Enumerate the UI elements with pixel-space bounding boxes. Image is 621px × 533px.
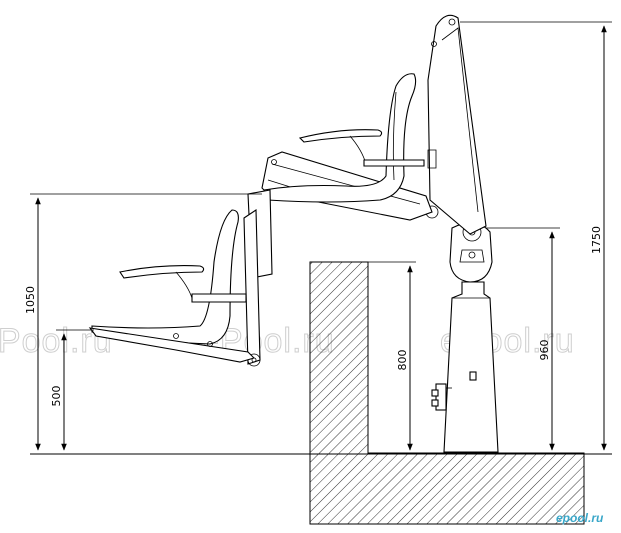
label-lower-seat: 500	[50, 386, 63, 407]
label-column-pivot: 960	[538, 340, 551, 361]
lower-arm	[243, 189, 273, 367]
lower-seat	[88, 209, 256, 363]
dimension-pool-wall: 800	[368, 261, 416, 451]
lift-column	[431, 281, 499, 453]
dimension-total-height: 1750	[460, 21, 612, 451]
label-seat-pivot: 1050	[24, 286, 37, 314]
label-total-height: 1750	[590, 226, 603, 254]
upper-arm	[425, 14, 487, 235]
epool-logo: epool.ru	[556, 511, 604, 525]
logo-text: epool.ru	[556, 511, 604, 525]
dimension-seat-pivot: 1050	[24, 193, 262, 451]
upper-seat	[261, 73, 433, 221]
label-pool-wall: 800	[396, 350, 409, 371]
dimension-lower-seat: 500	[50, 329, 94, 451]
dimension-column-pivot: 960	[486, 227, 560, 451]
pivot-housing	[449, 222, 493, 283]
